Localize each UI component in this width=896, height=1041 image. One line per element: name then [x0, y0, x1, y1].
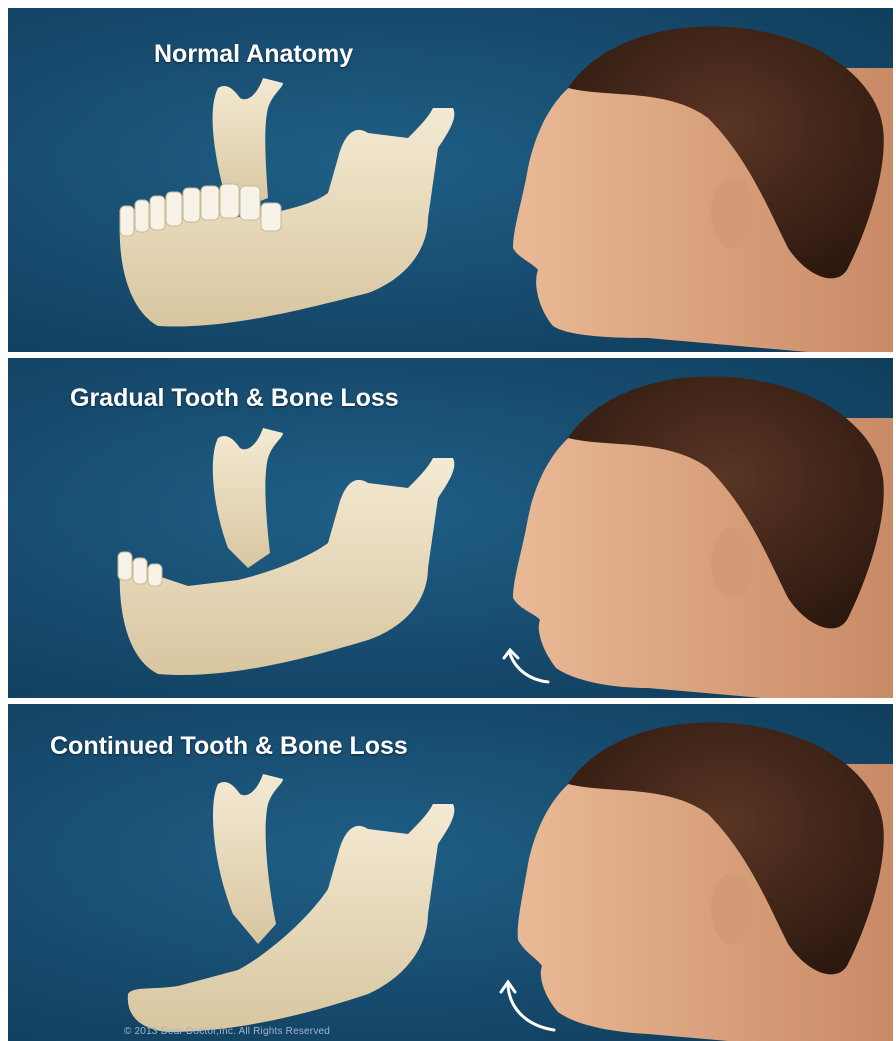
face-profile-gradual: [513, 376, 893, 698]
panel-title: Gradual Tooth & Bone Loss: [70, 384, 399, 413]
panel-normal-anatomy: Normal Anatomy: [8, 8, 893, 352]
jaw-and-face-illustration-normal: [8, 8, 893, 352]
panel-title: Continued Tooth & Bone Loss: [50, 732, 408, 761]
mandible-continued: [128, 774, 455, 1032]
panel-continued-loss: Continued Tooth & Bone Loss © 2013 Dear …: [8, 704, 893, 1041]
panel-title: Normal Anatomy: [154, 40, 353, 69]
panel-gradual-loss: Gradual Tooth & Bone Loss: [8, 358, 893, 698]
arrow-icon: [510, 654, 548, 682]
mandible-gradual: [120, 428, 455, 675]
face-profile-continued: [518, 722, 893, 1041]
copyright-notice: © 2013 Dear Doctor,Inc. All Rights Reser…: [124, 1026, 330, 1037]
face-profile-normal: [513, 26, 893, 352]
